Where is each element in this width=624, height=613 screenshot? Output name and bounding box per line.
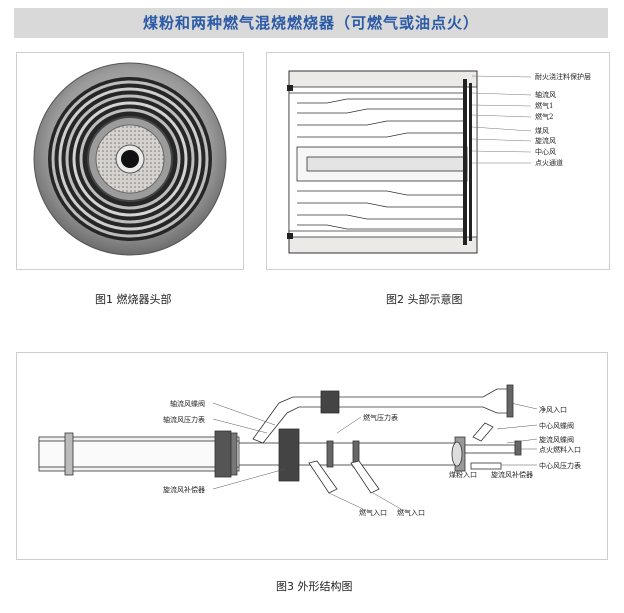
fig2-label-center-air: 中心风	[535, 147, 556, 156]
fig3-label-center-gauge: 中心风压力表	[539, 461, 581, 470]
fig3-label-ignition-inlet: 点火燃料入口	[539, 445, 581, 454]
figure-1-caption: 图1 燃烧器头部	[95, 293, 172, 306]
burner-head-illustration	[33, 62, 227, 256]
figure-2-panel: 耐火浇注料保护层 轴流风 燃气1 燃气2 煤风 旋流风 中心风 点火通道	[266, 52, 610, 270]
head-schematic: 耐火浇注料保护层 轴流风 燃气1 燃气2 煤风 旋流风 中心风 点火通道	[287, 70, 591, 254]
fig3-label-clean-air-inlet: 净风入口	[539, 405, 567, 414]
fig3-label-axial-damper: 轴流风蝶阀	[170, 399, 205, 408]
fig2-label-axial-air: 轴流风	[535, 90, 556, 99]
fig2-label-ignition: 点火通道	[535, 158, 563, 167]
fig3-label-gas-inlet-1: 燃气入口	[359, 508, 387, 517]
title-bar: 煤粉和两种燃气混烧燃烧器（可燃气或油点火）	[14, 8, 608, 38]
fig2-label-gas2: 燃气2	[535, 112, 553, 121]
fig2-label-gas1: 燃气1	[535, 101, 553, 110]
fig3-label-gas-gauge: 燃气压力表	[363, 413, 398, 422]
fig3-label-axial-gauge: 轴流风压力表	[163, 415, 205, 424]
fig2-label-refractory: 耐火浇注料保护层	[535, 72, 591, 81]
figure-3-caption: 图3 外形结构图	[276, 580, 353, 593]
figure-1-panel	[16, 52, 244, 270]
fig3-label-swirl-comp: 旋流风补偿器	[163, 485, 205, 494]
fig2-label-coal-air: 煤风	[535, 126, 549, 135]
fig3-label-swirl-comp-2: 旋流风补偿器	[491, 470, 533, 479]
fig3-label-center-damper: 中心风蝶阀	[539, 421, 574, 430]
fig3-label-coal-inlet: 煤粉入口	[449, 470, 477, 479]
figure-3-panel: 轴流风蝶阀 轴流风压力表 旋流风补偿器 燃气压力表 燃气入口 燃气入口 净风入口…	[16, 352, 608, 560]
figure-2-caption: 图2 头部示意图	[386, 293, 463, 306]
structure-diagram: 轴流风蝶阀 轴流风压力表 旋流风补偿器 燃气压力表 燃气入口 燃气入口 净风入口…	[38, 384, 581, 517]
page-title: 煤粉和两种燃气混烧燃烧器（可燃气或油点火）	[142, 14, 479, 32]
fig2-label-swirl-air: 旋流风	[535, 136, 556, 145]
fig3-label-swirl-damper: 旋流风蝶阀	[539, 435, 574, 444]
fig3-label-gas-inlet-2: 燃气入口	[397, 508, 425, 517]
